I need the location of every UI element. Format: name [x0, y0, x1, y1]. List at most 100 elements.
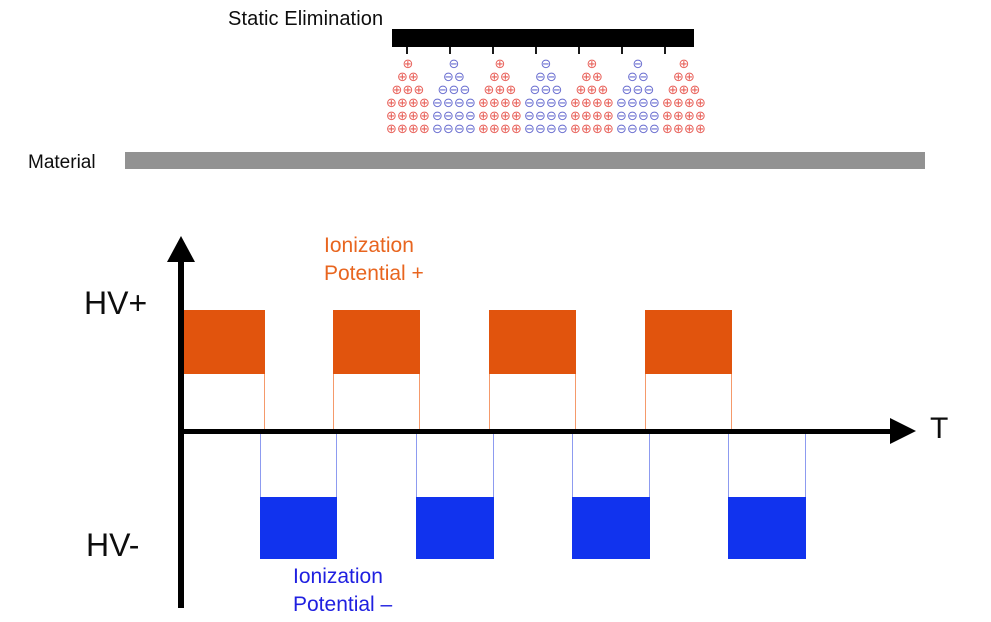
positive-ion-icon: ⊕ [386, 122, 397, 137]
negative-ion-icon: ⊖ [459, 83, 471, 98]
negative-ion-icon: ⊖ [437, 83, 449, 98]
ion-cluster-negative: ⊖⊖⊖⊖⊖⊖⊖⊖⊖⊖⊖⊖⊖⊖⊖⊖⊖⊖ [524, 58, 568, 140]
emitter-pin [621, 47, 623, 54]
emitter-pin [406, 47, 408, 54]
positive-ion-icon: ⊕ [684, 70, 695, 85]
positive-ion-icon: ⊕ [478, 109, 489, 124]
ion-row: ⊖⊖⊖⊖ [616, 97, 660, 110]
positive-ion-icon: ⊕ [581, 70, 592, 85]
ion-row: ⊕⊕⊕ [386, 84, 430, 97]
ion-row: ⊖⊖⊖ [524, 84, 568, 97]
negative-pulse-block [260, 497, 337, 559]
negative-ion-icon: ⊖ [465, 96, 476, 111]
ion-row: ⊕⊕⊕⊕ [662, 97, 706, 110]
negative-ion-icon: ⊖ [638, 70, 649, 85]
positive-ion-icon: ⊕ [500, 109, 511, 124]
positive-ion-icon: ⊕ [397, 122, 408, 137]
ion-row: ⊕⊕⊕⊕ [662, 110, 706, 123]
ion-cluster-positive: ⊕⊕⊕⊕⊕⊕⊕⊕⊕⊕⊕⊕⊕⊕⊕⊕⊕⊕ [662, 58, 706, 140]
ion-row: ⊖⊖⊖⊖ [524, 110, 568, 123]
positive-ion-icon: ⊕ [408, 70, 419, 85]
positive-ion-icon: ⊕ [391, 83, 403, 98]
negative-ion-icon: ⊖ [443, 70, 454, 85]
emitter-pin [492, 47, 494, 54]
negative-ion-icon: ⊖ [546, 122, 557, 137]
negative-ion-icon: ⊖ [529, 83, 541, 98]
positive-ion-icon: ⊕ [489, 122, 500, 137]
ion-row: ⊕⊕⊕ [662, 84, 706, 97]
ion-row: ⊕⊕⊕⊕ [386, 97, 430, 110]
time-axis-line [178, 429, 894, 434]
negative-ion-icon: ⊖ [465, 122, 476, 137]
positive-ion-icon: ⊕ [684, 109, 695, 124]
negative-ion-icon: ⊖ [540, 57, 552, 72]
ion-row: ⊖⊖⊖⊖ [616, 110, 660, 123]
ion-row: ⊖ [524, 58, 568, 71]
positive-ion-icon: ⊕ [494, 83, 506, 98]
positive-ion-icon: ⊕ [597, 83, 609, 98]
emitter-pin [535, 47, 537, 54]
ion-row: ⊖⊖⊖ [616, 84, 660, 97]
positive-ion-icon: ⊕ [673, 96, 684, 111]
ion-row: ⊕ [662, 58, 706, 71]
ion-row: ⊕⊕⊕ [570, 84, 614, 97]
hv-positive-axis-label: HV+ [84, 285, 148, 321]
positive-ion-icon: ⊕ [603, 96, 614, 111]
ion-row: ⊕⊕ [478, 71, 522, 84]
ion-cluster-positive: ⊕⊕⊕⊕⊕⊕⊕⊕⊕⊕⊕⊕⊕⊕⊕⊕⊕⊕ [478, 58, 522, 140]
negative-ion-icon: ⊖ [551, 83, 563, 98]
positive-ion-icon: ⊕ [662, 96, 673, 111]
negative-ion-icon: ⊖ [627, 122, 638, 137]
negative-ion-icon: ⊖ [465, 109, 476, 124]
ionization-potential-negative-line2: Potential – [293, 593, 393, 616]
ion-row: ⊖⊖⊖⊖ [432, 97, 476, 110]
negative-ion-icon: ⊖ [632, 57, 644, 72]
ion-row: ⊕⊕⊕⊕ [478, 123, 522, 136]
positive-ion-icon: ⊕ [500, 70, 511, 85]
positive-ion-icon: ⊕ [397, 96, 408, 111]
ion-row: ⊕ [478, 58, 522, 71]
positive-ion-icon: ⊕ [408, 109, 419, 124]
voltage-axis-arrow-icon [167, 236, 195, 262]
ion-row: ⊕⊕⊕⊕ [570, 123, 614, 136]
positive-ion-icon: ⊕ [413, 83, 425, 98]
positive-ion-icon: ⊕ [570, 109, 581, 124]
ion-cluster-positive: ⊕⊕⊕⊕⊕⊕⊕⊕⊕⊕⊕⊕⊕⊕⊕⊕⊕⊕ [386, 58, 430, 140]
emitter-pin [449, 47, 451, 54]
ionization-potential-negative-line1: Ionization [293, 565, 383, 588]
negative-ion-icon: ⊖ [454, 122, 465, 137]
positive-ion-icon: ⊕ [662, 109, 673, 124]
positive-ion-icon: ⊕ [397, 109, 408, 124]
positive-ion-icon: ⊕ [592, 70, 603, 85]
positive-ion-icon: ⊕ [489, 70, 500, 85]
negative-ion-icon: ⊖ [616, 122, 627, 137]
negative-ion-icon: ⊖ [524, 109, 535, 124]
negative-ion-icon: ⊖ [443, 122, 454, 137]
negative-ion-icon: ⊖ [616, 96, 627, 111]
ionization-potential-positive-line2: Potential + [324, 262, 424, 285]
ion-row: ⊖⊖⊖⊖ [432, 110, 476, 123]
positive-ion-icon: ⊕ [408, 122, 419, 137]
ion-row: ⊖⊖⊖ [432, 84, 476, 97]
positive-ion-icon: ⊕ [511, 96, 522, 111]
positive-ion-icon: ⊕ [673, 70, 684, 85]
positive-ion-icon: ⊕ [483, 83, 495, 98]
negative-ion-icon: ⊖ [546, 70, 557, 85]
positive-ion-icon: ⊕ [695, 96, 706, 111]
negative-ion-icon: ⊖ [432, 122, 443, 137]
negative-ion-icon: ⊖ [524, 96, 535, 111]
positive-ion-icon: ⊕ [397, 70, 408, 85]
positive-ion-icon: ⊕ [684, 122, 695, 137]
positive-ion-icon: ⊕ [667, 83, 679, 98]
ion-row: ⊕⊕⊕⊕ [478, 97, 522, 110]
positive-ion-icon: ⊕ [419, 96, 430, 111]
negative-ion-icon: ⊖ [638, 109, 649, 124]
ion-row: ⊕⊕⊕ [478, 84, 522, 97]
positive-ion-icon: ⊕ [662, 122, 673, 137]
positive-ion-icon: ⊕ [511, 122, 522, 137]
positive-pulse-block [489, 310, 576, 374]
negative-ion-icon: ⊖ [627, 96, 638, 111]
negative-ion-icon: ⊖ [557, 122, 568, 137]
positive-ion-icon: ⊕ [592, 122, 603, 137]
